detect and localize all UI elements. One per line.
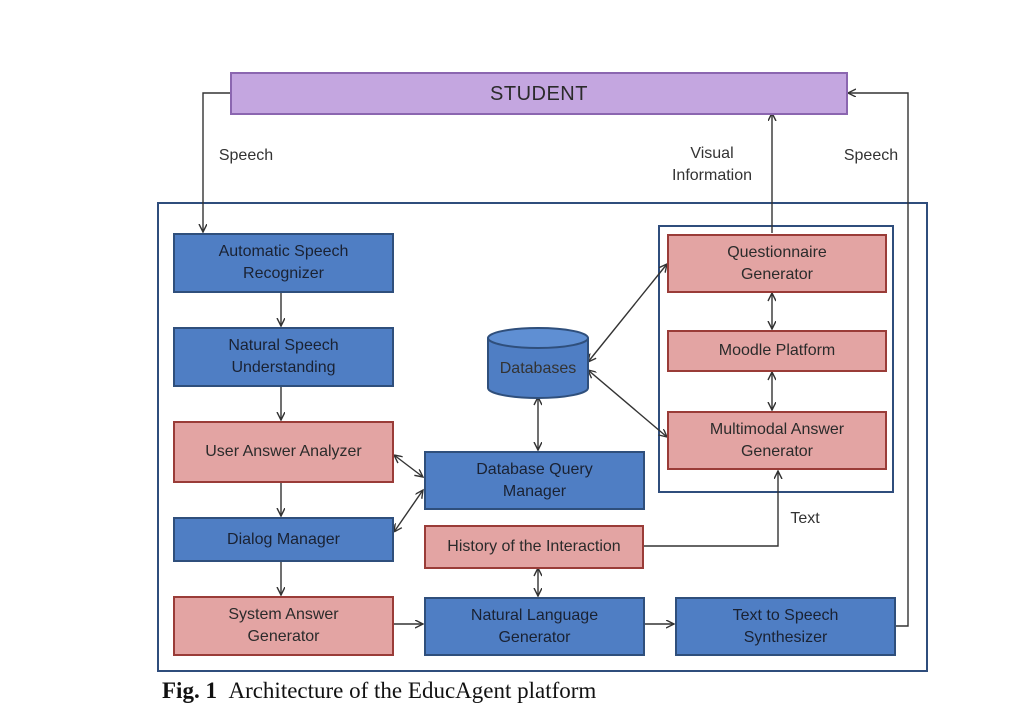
databases-label: Databases (499, 360, 577, 377)
questionnaire-generator-node: Questionnaire Generator (667, 234, 887, 293)
text-to-speech-synthesizer-node: Text to Speech Synthesizer (675, 597, 896, 656)
natural-language-generator-node: Natural Language Generator (424, 597, 645, 656)
dialog-manager-node: Dialog Manager (173, 517, 394, 562)
edge-tts-student (848, 93, 909, 627)
natural-speech-understanding-node: Natural Speech Understanding (173, 327, 394, 387)
edge-student-asr (203, 92, 231, 232)
databases-cylinder (487, 327, 589, 399)
text-label: Text (790, 510, 820, 527)
database-query-manager-node: Database Query Manager (424, 451, 645, 510)
speech-input-label: Speech (218, 147, 274, 164)
edge-uaa-dqm (394, 455, 423, 477)
figure-caption-text: Architecture of the EducAgent platform (228, 678, 597, 703)
edge-db-qg (588, 264, 667, 362)
system-answer-generator-node: System Answer Generator (173, 596, 394, 656)
automatic-speech-recognizer-node: Automatic Speech Recognizer (173, 233, 394, 293)
multimodal-answer-generator-node: Multimodal Answer Generator (667, 411, 887, 470)
system-frame (157, 202, 928, 672)
edge-dm-dqm (394, 490, 423, 532)
figure-number: Fig. 1 (162, 678, 217, 703)
speech-output-label: Speech (843, 147, 899, 164)
visual-information-label: Visual Information (671, 145, 753, 184)
edge-history-mag (643, 471, 778, 547)
figure-caption: Fig. 1 Architecture of the EducAgent pla… (162, 678, 596, 704)
moodle-platform-node: Moodle Platform (667, 330, 887, 372)
user-answer-analyzer-node: User Answer Analyzer (173, 421, 394, 483)
edge-db-mag (588, 370, 667, 437)
student-node: STUDENT (230, 72, 848, 115)
history-of-interaction-node: History of the Interaction (424, 525, 644, 569)
